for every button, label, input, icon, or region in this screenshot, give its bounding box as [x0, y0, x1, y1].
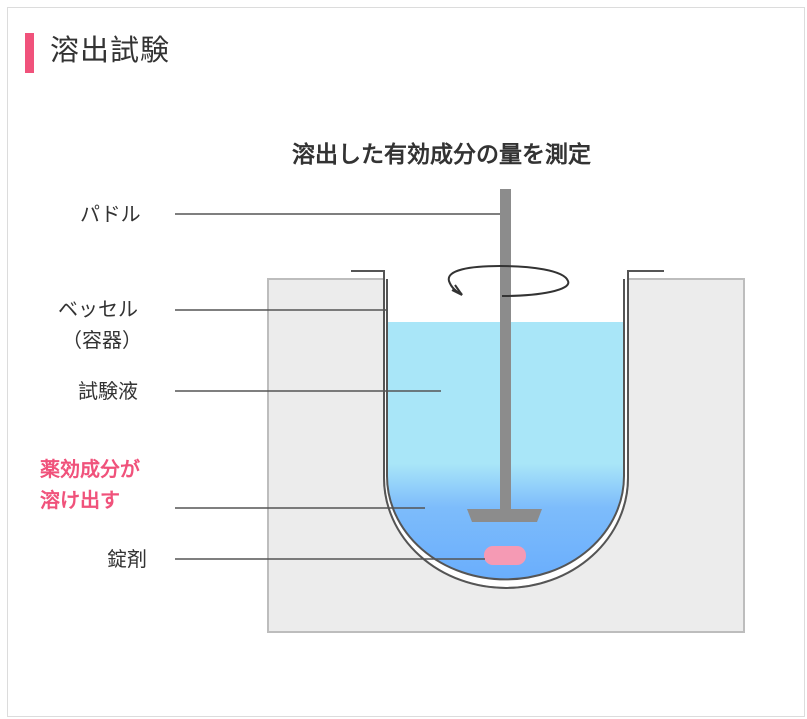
vessel-wall-inner	[386, 279, 625, 581]
label-paddle: パドル	[80, 202, 141, 226]
label-test-liquid: 試験液	[78, 379, 138, 403]
page-title: 溶出試験	[50, 33, 171, 67]
label-vessel: ベッセル	[58, 297, 138, 321]
label-tablet: 錠剤	[107, 547, 147, 571]
paddle-shaft	[500, 189, 511, 511]
label-dissolve-line1: 薬効成分が	[40, 457, 140, 481]
paddle-blade	[467, 509, 542, 522]
measure-label: 溶出した有効成分の量を測定	[292, 142, 591, 168]
rotation-arrow	[447, 264, 570, 297]
vessel-wall-outer	[351, 270, 664, 589]
tablet-shape	[484, 546, 526, 565]
label-dissolve-line2: 溶け出す	[40, 488, 120, 512]
rotation-arrowhead	[451, 284, 463, 296]
label-vessel-sub: （容器）	[62, 328, 142, 352]
heading-accent-bar	[25, 33, 34, 73]
